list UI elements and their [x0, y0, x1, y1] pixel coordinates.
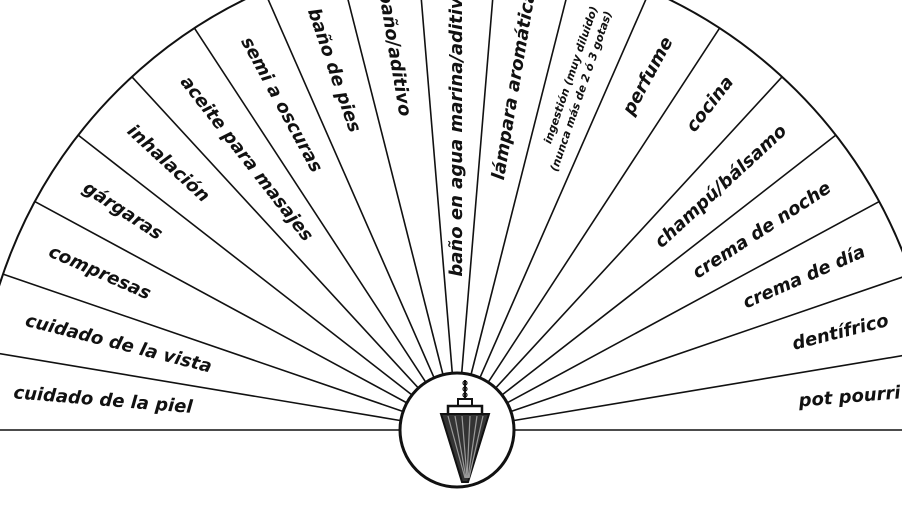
segment-label: dentífrico	[790, 310, 891, 355]
sector-divider	[502, 135, 836, 395]
segment-label: baño de pies	[303, 6, 365, 136]
sector-divider	[35, 202, 407, 403]
sector-divider	[513, 351, 902, 421]
segment-label: cuidado de la vista	[23, 310, 214, 377]
segment-label: pot pourri	[797, 382, 902, 412]
segment-label: baño en agua marina/aditivo	[446, 0, 467, 277]
segment-label: gárgaras	[79, 177, 167, 244]
sector-divider	[264, 0, 434, 378]
sector-divider	[132, 77, 418, 388]
segment-label: inhalación	[123, 121, 214, 207]
segment-label: baño/aditivo	[374, 0, 416, 118]
segment-label: crema de día	[740, 241, 869, 313]
sector-divider	[480, 0, 650, 378]
segment-label: lámpara aromática	[488, 0, 540, 181]
sector-divider	[507, 202, 879, 403]
segment-label: cuidado de la piel	[13, 382, 195, 418]
segment-label: cocina	[682, 72, 738, 136]
segment-label: aceite para masajes	[176, 72, 318, 246]
